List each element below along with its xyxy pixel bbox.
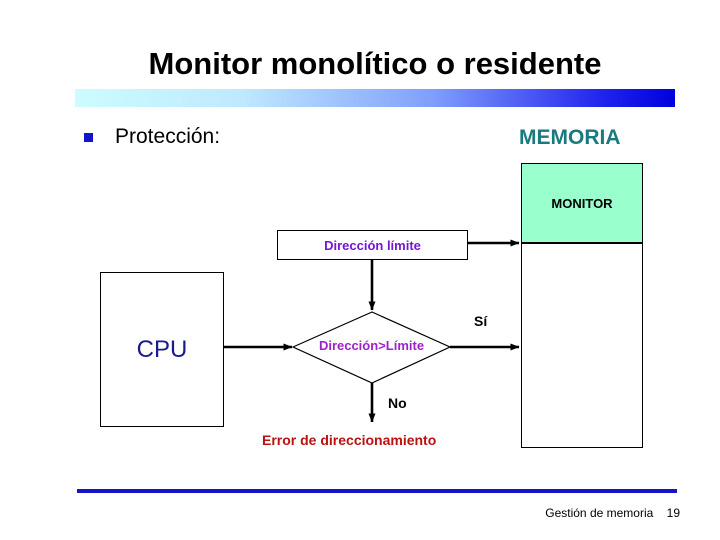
branch-label-no: No <box>388 395 407 411</box>
square-bullet-icon <box>84 132 93 142</box>
user-memory-block <box>521 243 643 448</box>
monitor-memory-block: MONITOR <box>521 163 643 243</box>
footer-page-number: 19 <box>666 506 680 520</box>
monitor-block-label: MONITOR <box>551 195 613 211</box>
footer-divider <box>77 489 677 493</box>
cpu-box: CPU <box>100 272 224 427</box>
memory-heading: MEMORIA <box>519 126 621 149</box>
decision-condition-label: Dirección>Límite <box>318 338 425 353</box>
cpu-box-label: CPU <box>136 335 188 363</box>
error-message-label: Error de direccionamiento <box>262 432 437 448</box>
title-gradient-divider <box>75 89 675 107</box>
limit-address-box: Dirección límite <box>277 230 468 260</box>
bullet-item-proteccion: Protección: <box>84 125 220 149</box>
limit-address-label: Dirección límite <box>324 237 421 253</box>
bullet-item-label: Protección: <box>115 125 221 148</box>
page-title: Monitor monolítico o residente <box>148 46 602 81</box>
footer-subject: Gestión de memoria <box>545 506 654 520</box>
footer: Gestión de memoria 19 <box>430 506 680 520</box>
branch-label-yes: Sí <box>474 313 488 329</box>
